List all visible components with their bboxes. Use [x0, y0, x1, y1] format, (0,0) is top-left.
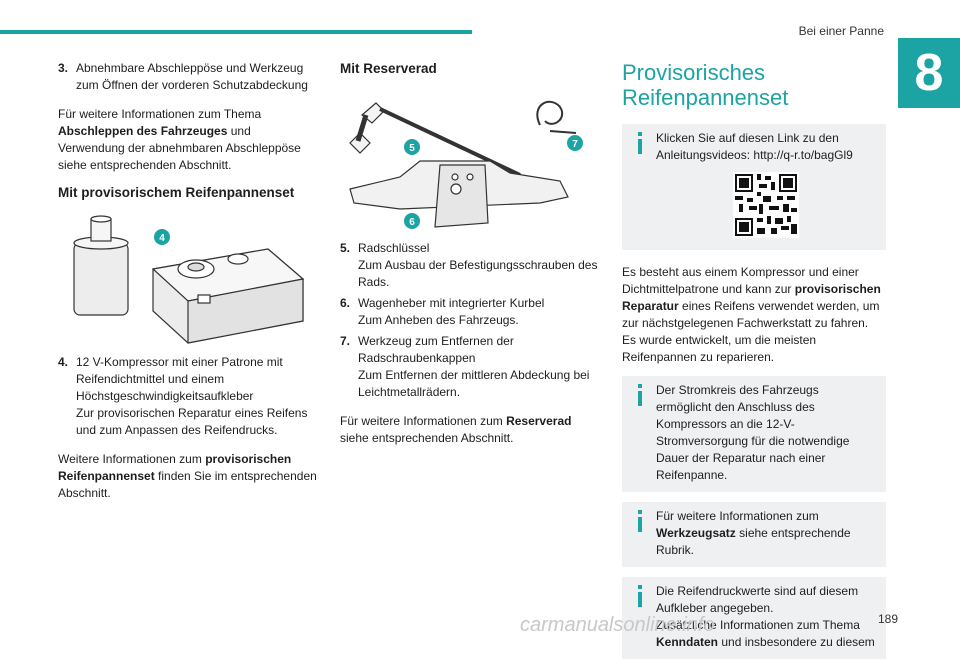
- toolkit-link-text: Werkzeugsatz: [656, 526, 736, 540]
- heading-spare-wheel: Mit Reserverad: [340, 61, 437, 76]
- info-icon: [632, 384, 648, 406]
- towing-info-paragraph: Für weitere Informationen zum Thema Absc…: [58, 107, 301, 172]
- list-item-7: 7. Werkzeug zum Entfernen der Radschraub…: [340, 333, 602, 401]
- column-middle: Mit Reserverad 5 7 6 5. Radschlüssel Zum…: [340, 60, 602, 457]
- info-icon: [632, 585, 648, 607]
- callout-badge-4: [154, 229, 170, 245]
- heading-repair-kit: Mit provisorischem Reifenpannenset: [58, 185, 295, 200]
- column-left: 3. Abnehmbare Abschleppöse und Werkzeug …: [58, 60, 320, 512]
- item-number: 6.: [340, 296, 351, 310]
- compressor-illustration: 4: [73, 215, 305, 344]
- item-text: 12 V-Kompressor mit einer Patrone mit Re…: [76, 355, 283, 403]
- watermark: carmanualsonline.info: [520, 614, 715, 636]
- callout-badge-7: [567, 135, 583, 151]
- item-desc: Zum Anheben des Fahrzeugs.: [358, 313, 519, 327]
- info-note-power-supply: Der Stromkreis des Fahrzeugs ermöglicht …: [622, 376, 886, 492]
- item-text: Werkzeug zum Entfernen der Radschraubenk…: [358, 334, 514, 365]
- repair-kit-info-paragraph: Weitere Informationen zum provisorischen…: [58, 452, 317, 500]
- towing-link-text: Abschleppen des Fahrzeuges: [58, 124, 228, 138]
- callout-badge-5-label: 5: [409, 143, 415, 154]
- list-item-4: 4. 12 V-Kompressor mit einer Patrone mit…: [58, 354, 320, 439]
- callout-badge-7-label: 7: [572, 139, 578, 150]
- section-title: Bei einer Panne: [798, 24, 884, 38]
- qr-code-icon[interactable]: [733, 172, 799, 238]
- item-desc: Zum Entfernen der mittleren Abdeckung be…: [358, 368, 590, 399]
- item-number: 3.: [58, 61, 69, 75]
- list-item-3: 3. Abnehmbare Abschleppöse und Werkzeug …: [58, 60, 320, 94]
- item-number: 4.: [58, 355, 69, 369]
- spare-wheel-link-text: Reserverad: [506, 414, 572, 428]
- callout-badge-5: [404, 139, 420, 155]
- spare-wheel-info-paragraph: Für weitere Informationen zum Reserverad…: [340, 414, 572, 445]
- section-heading: Provisorisches Reifenpannenset: [622, 60, 789, 110]
- info-note-video-link: Klicken Sie auf diesen Link zu den Anlei…: [622, 124, 886, 250]
- info-note-toolkit: Für weitere Informationen zum Werkzeugsa…: [622, 502, 886, 567]
- list-item-6: 6. Wagenheber mit integrierter Kurbel Zu…: [340, 295, 602, 329]
- callout-badge-6-label: 6: [409, 217, 415, 228]
- page-number: 189: [877, 612, 898, 626]
- note-text: Für weitere Informationen zum Werkzeugsa…: [656, 509, 851, 557]
- column-right: Provisorisches Reifenpannenset Klicken S…: [622, 60, 886, 669]
- chapter-number-tab: 8: [898, 38, 960, 108]
- callout-badge-4-label: 4: [159, 233, 165, 244]
- header-accent-bar: [0, 30, 472, 34]
- info-icon: [632, 510, 648, 532]
- note-text: Der Stromkreis des Fahrzeugs ermöglicht …: [656, 383, 850, 482]
- kit-description-paragraph: Es besteht aus einem Kompressor und eine…: [622, 265, 881, 364]
- list-item-5: 5. Radschlüssel Zum Ausbau der Befestigu…: [340, 240, 602, 291]
- note-text[interactable]: Klicken Sie auf diesen Link zu den Anlei…: [656, 131, 853, 162]
- item-number: 5.: [340, 241, 351, 255]
- info-icon: [632, 132, 648, 154]
- callout-badge-6: [404, 213, 420, 229]
- item-desc: Zum Ausbau der Befestigungsschrauben des…: [358, 258, 598, 289]
- item-desc: Zur provisorischen Reparatur eines Reife…: [76, 406, 308, 437]
- repair-kit-link-text: provisorischen Reifenpannenset: [58, 452, 292, 483]
- item-text: Abnehmbare Abschleppöse und Werkzeug zum…: [76, 61, 308, 92]
- item-text: Radschlüssel: [358, 241, 430, 255]
- temp-repair-text: provisorischen Reparatur: [622, 282, 881, 313]
- specs-link-text: Kenndaten: [656, 635, 719, 649]
- item-text: Wagenheber mit integrierter Kurbel: [358, 296, 545, 310]
- spare-wheel-tools-illustration: 5 7 6: [349, 100, 583, 229]
- item-number: 7.: [340, 334, 351, 348]
